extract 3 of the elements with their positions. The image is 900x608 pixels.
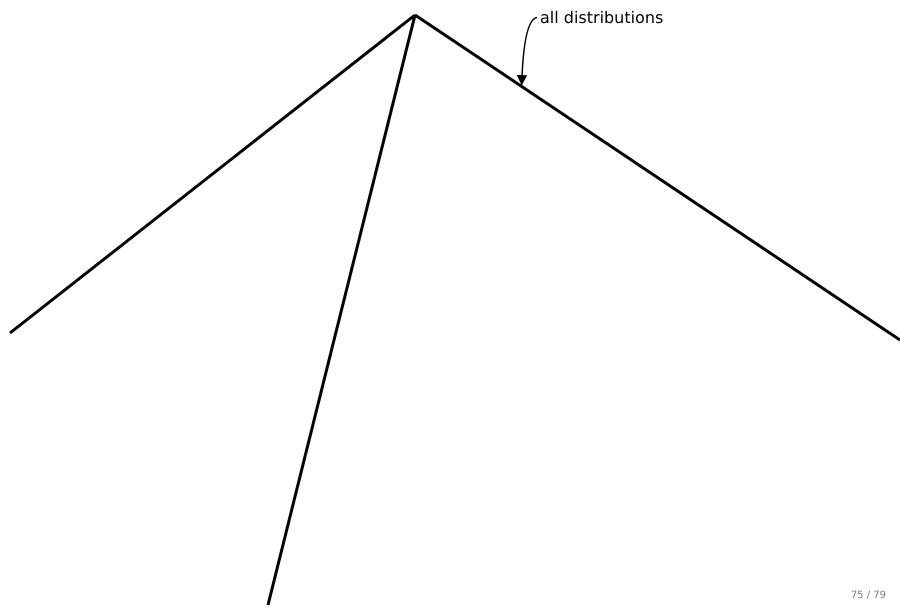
leader-arrow <box>516 16 538 86</box>
page-number: 75 / 79 <box>850 590 886 601</box>
annotation-text: all distributions <box>540 8 664 27</box>
